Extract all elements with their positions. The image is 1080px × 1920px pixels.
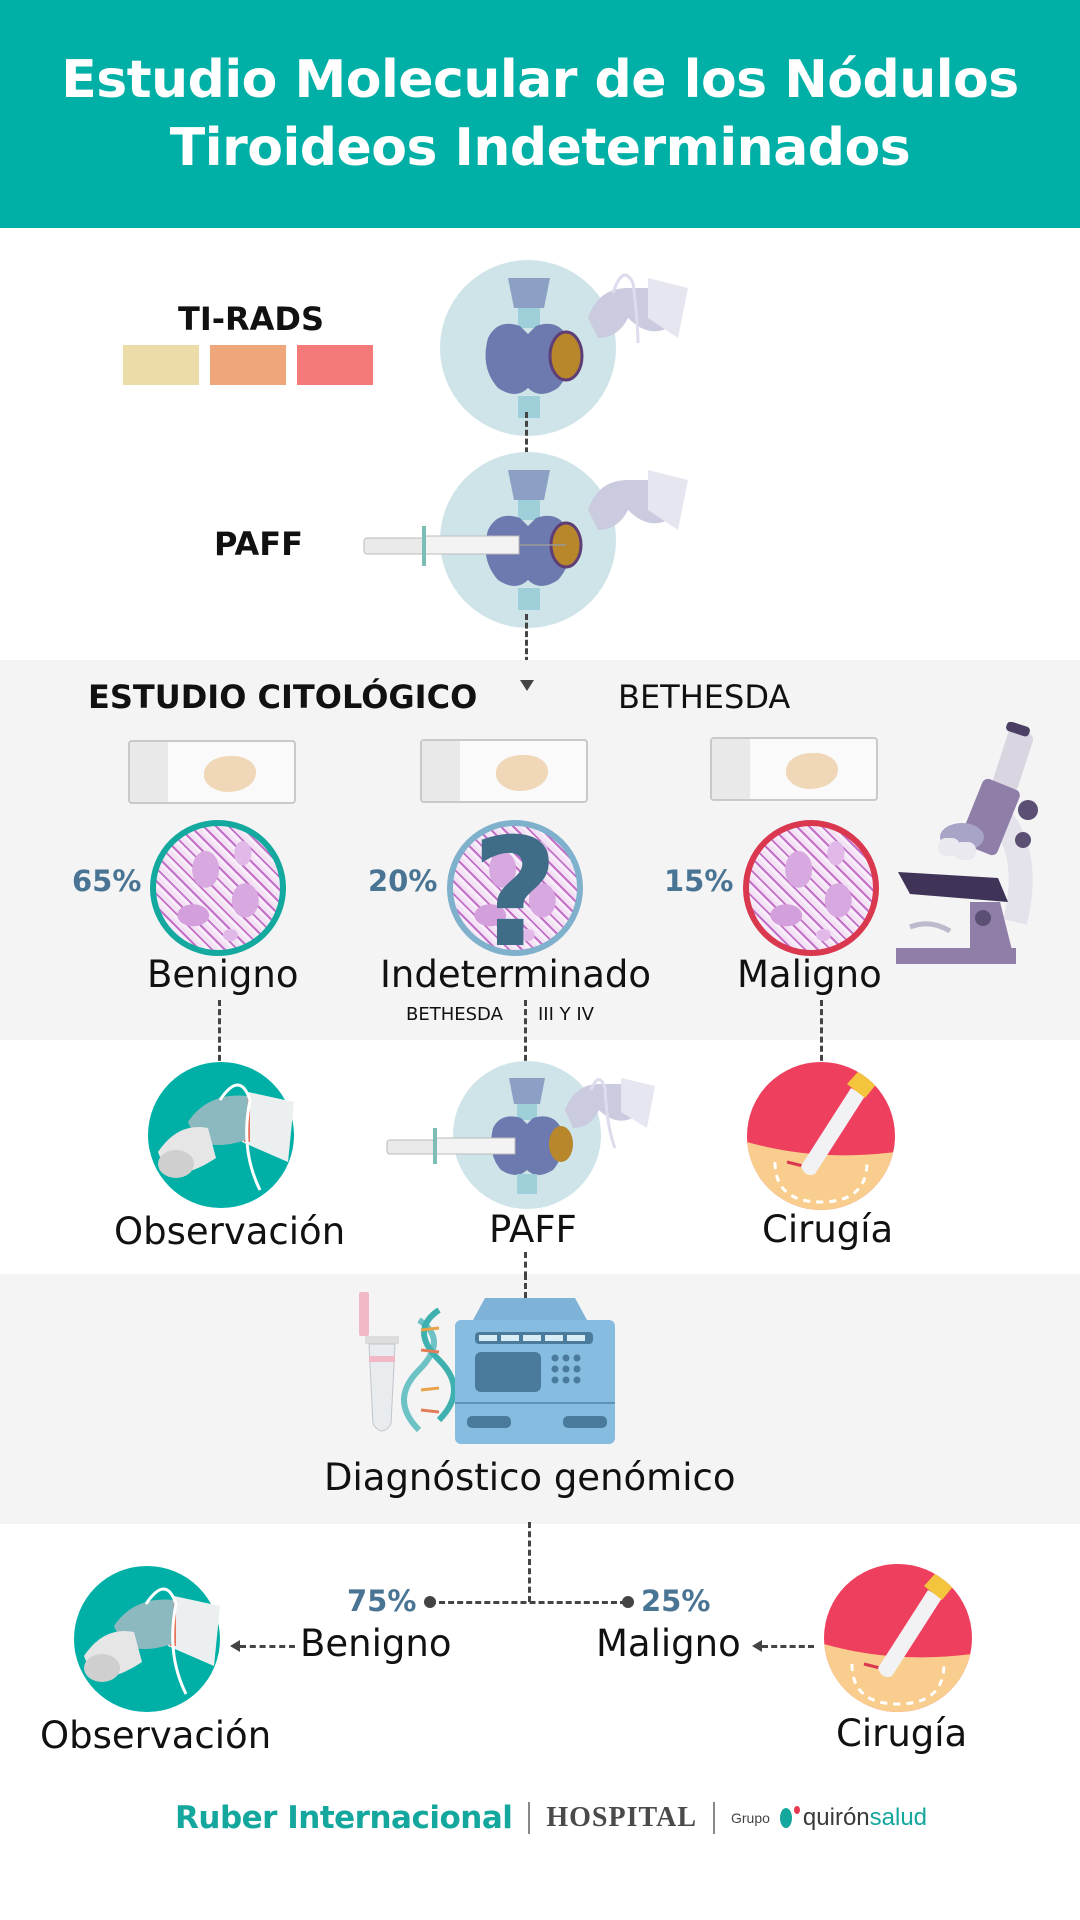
ultrasound-probe-icon	[74, 1566, 220, 1712]
connector-line	[524, 1000, 527, 1070]
grupo-label: Grupo	[731, 1810, 770, 1826]
observation-label: Observación	[114, 1210, 346, 1253]
tirads-swatch-mid	[210, 345, 286, 385]
genomic-benign-label: Benigno	[300, 1622, 452, 1665]
genomic-benign-percentage: 75%	[347, 1584, 417, 1618]
indeterminate-label: Indeterminado	[380, 953, 652, 996]
pcr-machine-icon	[359, 1292, 615, 1444]
cytology-title: ESTUDIO CITOLÓGICO	[88, 678, 478, 716]
genomic-malign-percentage: 25%	[641, 1584, 711, 1618]
connector-line	[218, 1000, 221, 1070]
malignant-label: Maligno	[737, 953, 882, 996]
microscope-slide	[128, 740, 296, 804]
indeterminate-percentage: 20%	[368, 864, 438, 898]
ruber-logo: Ruber Internacional	[175, 1800, 513, 1836]
microscope-slide	[420, 739, 588, 803]
tirads-swatch-low	[123, 345, 199, 385]
tirads-label: TI-RADS	[178, 300, 325, 338]
connector-line	[240, 1645, 295, 1648]
malignant-percentage: 15%	[664, 864, 734, 898]
connector-line	[525, 412, 528, 480]
bethesda-sub-prefix: BETHESDA	[406, 1004, 503, 1025]
connector-line	[820, 1000, 823, 1070]
tirads-swatch-high	[297, 345, 373, 385]
benign-label: Benigno	[147, 953, 299, 996]
dot-marker	[622, 1596, 634, 1608]
genomic-observation-label: Observación	[40, 1714, 272, 1757]
benign-percentage: 65%	[72, 864, 142, 898]
page-title: Estudio Molecular de los Nódulos Tiroide…	[61, 46, 1019, 182]
title-line-1: Estudio Molecular de los Nódulos	[61, 50, 1019, 110]
microscope-slide	[710, 737, 878, 801]
arrow-down-icon	[520, 680, 534, 691]
surgery-label: Cirugía	[762, 1208, 894, 1251]
scalpel-icon	[747, 1062, 895, 1210]
genomic-surgery-label: Cirugía	[836, 1712, 968, 1755]
connector-line	[528, 1522, 531, 1602]
divider	[713, 1802, 715, 1834]
tirads-scale	[123, 345, 373, 385]
arrow-left-icon	[752, 1640, 762, 1652]
header-banner: Estudio Molecular de los Nódulos Tiroide…	[0, 0, 1080, 228]
quironsalud-logo-a: quirón	[802, 1804, 870, 1831]
paff-label: PAFF	[214, 525, 303, 563]
arrow-left-icon	[230, 1640, 240, 1652]
hospital-label: HOSPITAL	[546, 1802, 697, 1833]
bethesda-sub-suffix: III Y IV	[538, 1004, 594, 1025]
dot-marker	[424, 1596, 436, 1608]
split-connector-line	[430, 1601, 626, 1604]
benign-tissue-icon	[150, 820, 286, 956]
quironsalud-logo-mark	[779, 1808, 792, 1828]
title-line-2: Tiroideos Indeterminados	[169, 118, 911, 178]
genomic-malign-label: Maligno	[596, 1622, 741, 1665]
microscope-icon	[890, 721, 1040, 972]
paff-action-label: PAFF	[489, 1208, 577, 1251]
thyroid-ultrasound-icon	[438, 258, 708, 438]
connector-line	[762, 1645, 814, 1648]
thyroid-fine-needle-aspiration-icon	[385, 1060, 675, 1210]
malignant-tissue-icon	[743, 820, 879, 956]
ultrasound-probe-icon	[148, 1062, 294, 1208]
scalpel-icon	[824, 1564, 972, 1712]
divider	[528, 1802, 531, 1834]
connector-line	[524, 1274, 527, 1316]
connector-line	[525, 614, 528, 680]
quironsalud-logo-dot	[793, 1806, 800, 1814]
genomic-icons	[355, 1290, 625, 1450]
indeterminate-tissue-icon: ?	[447, 820, 583, 956]
quironsalud-logo-b: salud	[869, 1804, 928, 1831]
question-mark-icon: ?	[471, 820, 559, 956]
thyroid-fine-needle-aspiration-icon	[362, 450, 712, 630]
bethesda-label: BETHESDA	[618, 678, 791, 716]
genomic-label: Diagnóstico genómico	[324, 1456, 736, 1499]
footer-logos: Ruber Internacional HOSPITAL Grupo quiró…	[175, 1798, 927, 1838]
